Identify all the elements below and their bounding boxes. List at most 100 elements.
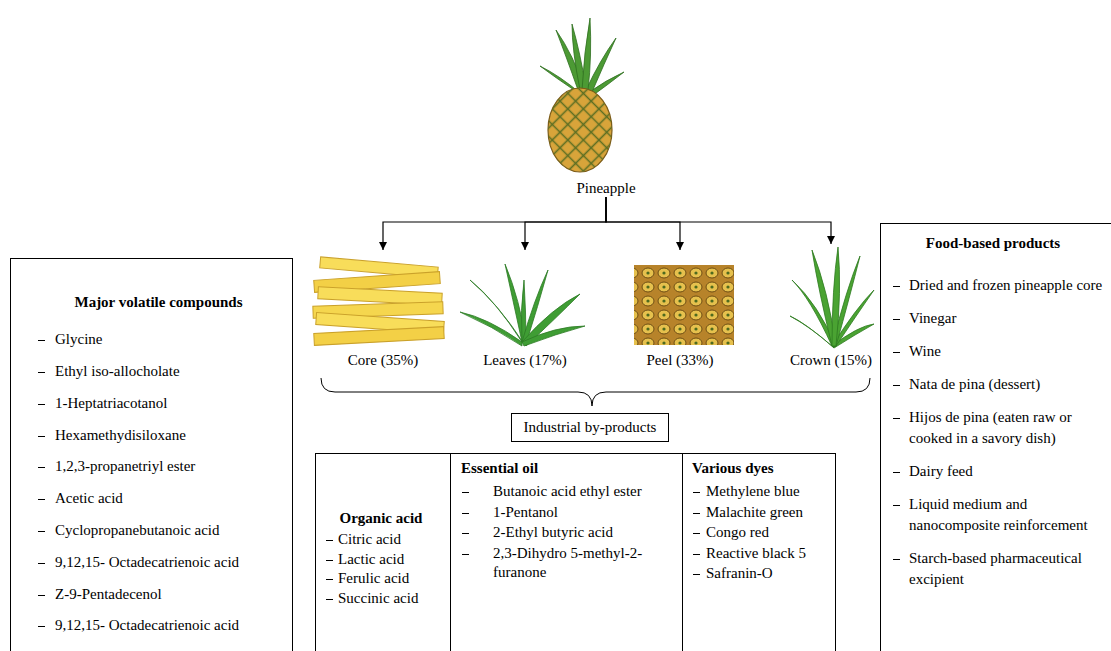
peel-ground <box>634 265 734 345</box>
box-label: Industrial by-products <box>524 418 657 437</box>
bullet-dash <box>693 492 700 493</box>
list-item: Ferulic acid <box>316 570 446 587</box>
list-item: 9,12,15- Octadecatrienoic acid <box>11 554 286 571</box>
node-label: Peel (33%) <box>610 352 750 369</box>
leaves-illustration <box>460 264 585 346</box>
bullet-dash <box>893 286 900 287</box>
list-item: Butanoic acid ethyl ester <box>451 482 676 501</box>
list-item-text: Congo red <box>683 523 831 542</box>
bullet-dash <box>893 505 900 506</box>
list-item: Liquid medium and nanocomposite reinforc… <box>881 494 1105 536</box>
list-item: Cyclopropanebutanoic acid <box>11 522 286 539</box>
list-item: 2-Ethyl butyric acid <box>451 523 676 542</box>
list-item: Glycine <box>11 331 286 348</box>
core-stick <box>314 327 444 346</box>
list-item-text: 1-Heptatriacotanol <box>11 395 286 412</box>
list-item-text: Z-9-Pentadecenol <box>11 586 286 603</box>
food-list-box: Food-based productsDried and frozen pine… <box>880 223 1111 651</box>
part-node: Peel (33%) <box>610 250 750 369</box>
bullet-dash <box>693 533 700 534</box>
arrow-connector <box>525 197 606 250</box>
list-item: Hexamethydisiloxane <box>11 427 286 444</box>
compound-list-box: Major volatile compoundsGlycineEthyl iso… <box>10 258 293 651</box>
list-item-text: Citric acid <box>316 531 446 548</box>
crown-illustration <box>790 247 874 348</box>
list-item-text: Ethyl iso-allocholate <box>11 363 286 380</box>
bullet-dash <box>462 492 469 493</box>
arrow-connector <box>383 197 606 250</box>
list-item-text: Lactic acid <box>316 551 446 568</box>
list-heading: Various dyes <box>683 459 831 478</box>
list-item-text: 9,12,15- Octadecatrienoic acid <box>11 617 286 634</box>
crown-leaf <box>832 247 840 346</box>
bullet-dash <box>326 560 333 561</box>
list-item: 9,12,15- Octadecatrienoic acid <box>11 617 286 634</box>
list-item: 1,2,3-propanetriyl ester <box>11 458 286 475</box>
list-item-text: Methylene blue <box>683 482 831 501</box>
list-item-text: Hexamethydisiloxane <box>11 427 286 444</box>
bullet-dash <box>38 340 45 341</box>
bullet-dash <box>462 554 469 555</box>
arrow-connector <box>606 197 831 244</box>
list-item-text: Safranin-O <box>683 564 831 583</box>
list-item-text: 2-Ethyl butyric acid <box>451 523 676 542</box>
pineapple-illustration <box>540 18 624 172</box>
list-item-text: Cyclopropanebutanoic acid <box>11 522 286 539</box>
list-item-text: 1-Pentanol <box>451 503 676 522</box>
bullet-dash <box>893 418 900 419</box>
list-item-text: 1,2,3-propanetriyl ester <box>11 458 286 475</box>
list-item: Methylene blue <box>683 482 831 501</box>
list-item: 2,3-Dihydro 5-methyl-2-furanone <box>451 544 676 582</box>
peel-texture <box>634 265 734 345</box>
bullet-dash <box>326 540 333 541</box>
list-heading: Food-based products <box>881 233 1105 254</box>
list-item-text: Liquid medium and nanocomposite reinforc… <box>881 494 1105 536</box>
bullet-dash <box>38 626 45 627</box>
bullet-dash <box>38 372 45 373</box>
list-heading: Essential oil <box>451 459 676 478</box>
bullet-dash <box>693 554 700 555</box>
bullet-dash <box>693 513 700 514</box>
node-label: Pineapple <box>545 180 667 197</box>
list-item: Dairy feed <box>881 461 1105 482</box>
list-item-text: Ferulic acid <box>316 570 446 587</box>
list-item: Nata de pina (dessert) <box>881 374 1105 395</box>
list-item: Wine <box>881 341 1105 362</box>
list-item-text: Dried and frozen pineapple core <box>881 275 1105 296</box>
list-item: Citric acid <box>316 531 446 548</box>
bullet-dash <box>38 436 45 437</box>
list-heading: Major volatile compounds <box>11 294 286 311</box>
list-item: Vinegar <box>881 308 1105 329</box>
node-label: Leaves (17%) <box>455 352 595 369</box>
list-item-text: Glycine <box>11 331 286 348</box>
list-item-text: Starch-based pharmaceutical excipient <box>881 548 1105 590</box>
table-column: Essential oilButanoic acid ethyl ester 1-… <box>450 453 683 651</box>
list-item: Malachite green <box>683 503 831 522</box>
list-item: 1-Pentanol <box>451 503 676 522</box>
pineapple-texture <box>548 88 612 172</box>
node-label: Core (35%) <box>313 352 453 369</box>
leaf <box>522 326 585 346</box>
list-item: Lactic acid <box>316 551 446 568</box>
list-item: Safranin-O <box>683 564 831 583</box>
list-item: Congo red <box>683 523 831 542</box>
fruit-node: Pineapple <box>545 12 667 197</box>
core-illustration <box>313 257 444 346</box>
bullet-dash <box>893 472 900 473</box>
bullet-dash <box>462 513 469 514</box>
list-item: Succinic acid <box>316 590 446 607</box>
leaf <box>460 312 522 346</box>
list-item-text: 2,3-Dihydro 5-methyl-2-furanone <box>451 544 676 582</box>
list-item: Reactive black 5 <box>683 544 831 563</box>
pineapple-crown <box>540 18 624 96</box>
bullet-dash <box>38 499 45 500</box>
table-column: Various dyesMethylene blueMalachite gree… <box>682 453 836 651</box>
list-item-text: Dairy feed <box>881 461 1105 482</box>
bullet-dash <box>326 579 333 580</box>
arrow-connector <box>606 197 680 250</box>
list-item: Hijos de pina (eaten raw or cooked in a … <box>881 407 1105 449</box>
bullet-dash <box>38 595 45 596</box>
list-item-text: 9,12,15- Octadecatrienoic acid <box>11 554 286 571</box>
bullet-dash <box>462 533 469 534</box>
